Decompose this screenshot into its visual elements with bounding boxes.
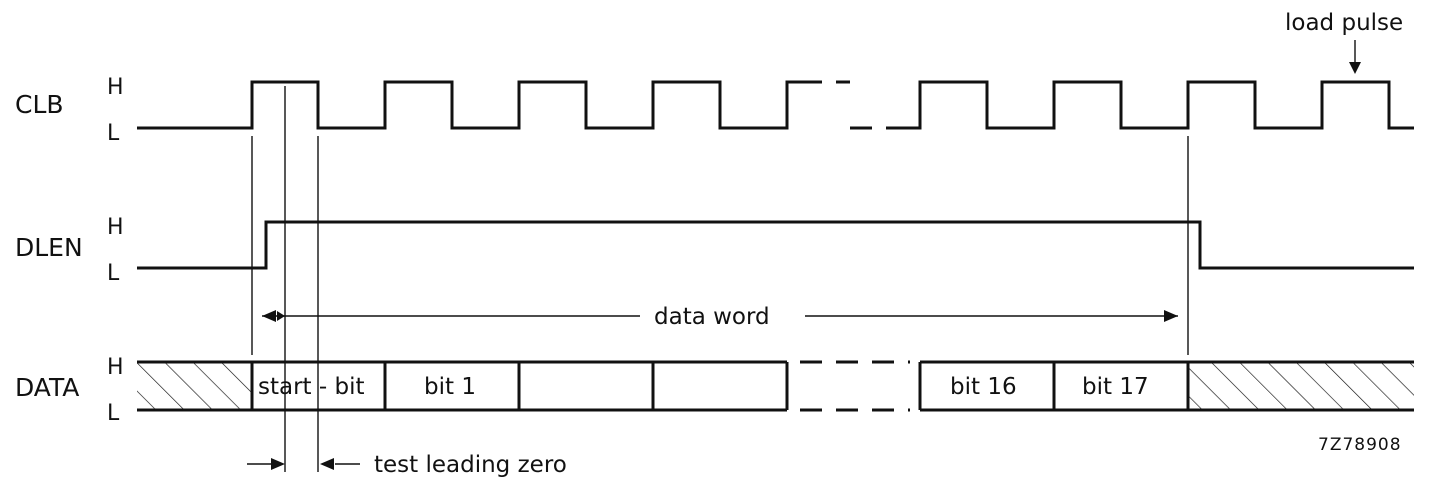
data-word-arrow-right-head: [1164, 310, 1178, 322]
data-high-label: H: [107, 355, 124, 380]
bit-17-cell: bit 17: [1082, 374, 1149, 400]
test-leading-zero-label: test leading zero: [374, 452, 567, 478]
dlen-high-label: H: [107, 215, 124, 240]
bit-1-cell: bit 1: [424, 374, 476, 400]
clb-waveform-left: [137, 80, 800, 130]
clb-low-label: L: [107, 121, 120, 146]
dlen-signal-label: DLEN: [15, 233, 83, 262]
data-low-label: L: [107, 401, 120, 426]
bit-16-cell: bit 16: [950, 374, 1017, 400]
data-word-label: data word: [654, 304, 770, 330]
clb-waveform-right: [900, 80, 1414, 130]
load-pulse-label: load pulse: [1285, 10, 1403, 36]
data-dont-care-right: [1188, 362, 1414, 410]
data-word-tick-start: [277, 311, 285, 321]
dlen-low-label: L: [107, 261, 120, 286]
data-dont-care-left: [137, 362, 252, 410]
dlen-waveform: [137, 220, 1414, 270]
test-zero-arrow-left-head: [271, 458, 285, 470]
data-signal-label: DATA: [15, 373, 79, 402]
clb-signal-label: CLB: [15, 90, 64, 119]
start-bit-cell: start - bit: [258, 374, 365, 400]
figure-reference-code: 7Z78908: [1318, 435, 1402, 455]
data-word-arrow-left-head: [262, 310, 276, 322]
test-zero-arrow-right-head: [320, 458, 334, 470]
clb-high-label: H: [107, 75, 124, 100]
load-pulse-arrow-head: [1349, 62, 1361, 74]
